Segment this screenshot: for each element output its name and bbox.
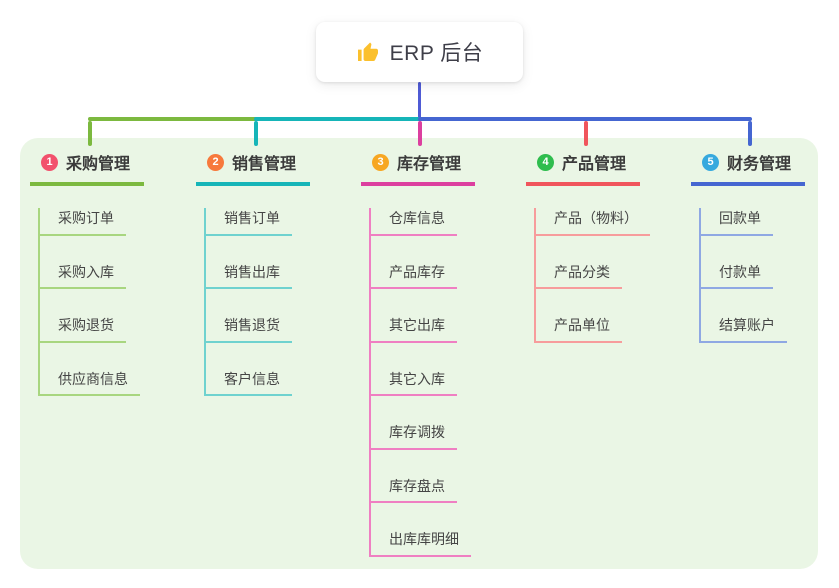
branch-header[interactable]: 3 库存管理 (361, 150, 476, 186)
branch-header[interactable]: 4 产品管理 (526, 150, 641, 186)
root-connector-line (417, 82, 421, 121)
child-node[interactable]: 采购退货 (40, 315, 126, 343)
child-node[interactable]: 出库库明细 (371, 529, 471, 557)
child-node[interactable]: 回款单 (701, 208, 773, 236)
child-node[interactable]: 产品（物料） (536, 208, 650, 236)
child-node[interactable]: 客户信息 (206, 369, 292, 396)
branch-number-badge: 3 (372, 153, 389, 171)
branch-销售管理: 2 销售管理销售订单销售出库销售退货客户信息 (196, 150, 311, 396)
branch-children: 回款单付款单结算账户 (699, 208, 787, 343)
child-node[interactable]: 采购订单 (40, 208, 126, 236)
child-node[interactable]: 采购入库 (40, 262, 126, 289)
branch-number-badge: 2 (207, 153, 224, 171)
child-node[interactable]: 销售出库 (206, 262, 292, 289)
branch-drop-line (584, 120, 588, 146)
branch-drop-line (88, 120, 92, 146)
branch-label: 采购管理 (66, 156, 131, 173)
child-node[interactable]: 销售退货 (206, 315, 292, 343)
child-node[interactable]: 其它出库 (371, 315, 457, 343)
branch-drop-line (748, 120, 752, 146)
child-node[interactable]: 库存盘点 (371, 476, 457, 503)
root-node[interactable]: ERP 后台 (316, 22, 523, 82)
trunk-segment-1 (88, 117, 258, 121)
root-label: ERP 后台 (389, 42, 484, 65)
branch-库存管理: 3 库存管理仓库信息产品库存其它出库其它入库库存调拨库存盘点出库库明细 (361, 150, 476, 557)
branch-drop-line (254, 120, 258, 146)
child-node[interactable]: 仓库信息 (371, 208, 457, 236)
child-node[interactable]: 产品分类 (536, 262, 622, 289)
thumbs-up-icon (357, 42, 378, 62)
branch-label: 库存管理 (397, 156, 462, 173)
child-node[interactable]: 付款单 (701, 262, 773, 289)
branch-drop-line (418, 120, 422, 146)
branch-children: 产品（物料） 产品分类产品单位 (534, 208, 650, 343)
branch-财务管理: 5 财务管理回款单付款单结算账户 (691, 150, 806, 343)
child-node[interactable]: 供应商信息 (40, 369, 140, 396)
branch-产品管理: 4 产品管理产品（物料） 产品分类产品单位 (526, 150, 650, 343)
branches-panel (20, 138, 818, 569)
branch-header[interactable]: 2 销售管理 (196, 150, 311, 186)
branch-number-badge: 5 (702, 153, 719, 171)
child-node[interactable]: 库存调拨 (371, 422, 457, 450)
branch-label: 产品管理 (562, 156, 627, 173)
child-node[interactable]: 产品单位 (536, 315, 622, 343)
branch-number-badge: 4 (537, 153, 554, 171)
child-node[interactable]: 其它入库 (371, 369, 457, 396)
branch-header[interactable]: 1 采购管理 (30, 150, 145, 186)
branch-header[interactable]: 5 财务管理 (691, 150, 806, 186)
child-node[interactable]: 产品库存 (371, 262, 457, 289)
branch-children: 采购订单采购入库采购退货供应商信息 (38, 208, 140, 396)
trunk-segment-2 (254, 117, 422, 121)
trunk-segment-5 (418, 117, 752, 121)
branch-number-badge: 1 (41, 153, 58, 171)
branch-label: 财务管理 (727, 156, 792, 173)
child-node[interactable]: 销售订单 (206, 208, 292, 236)
branch-label: 销售管理 (232, 156, 297, 173)
branch-children: 仓库信息产品库存其它出库其它入库库存调拨库存盘点出库库明细 (369, 208, 471, 557)
child-node[interactable]: 结算账户 (701, 315, 787, 343)
branch-children: 销售订单销售出库销售退货客户信息 (204, 208, 292, 396)
branch-采购管理: 1 采购管理采购订单采购入库采购退货供应商信息 (30, 150, 145, 396)
